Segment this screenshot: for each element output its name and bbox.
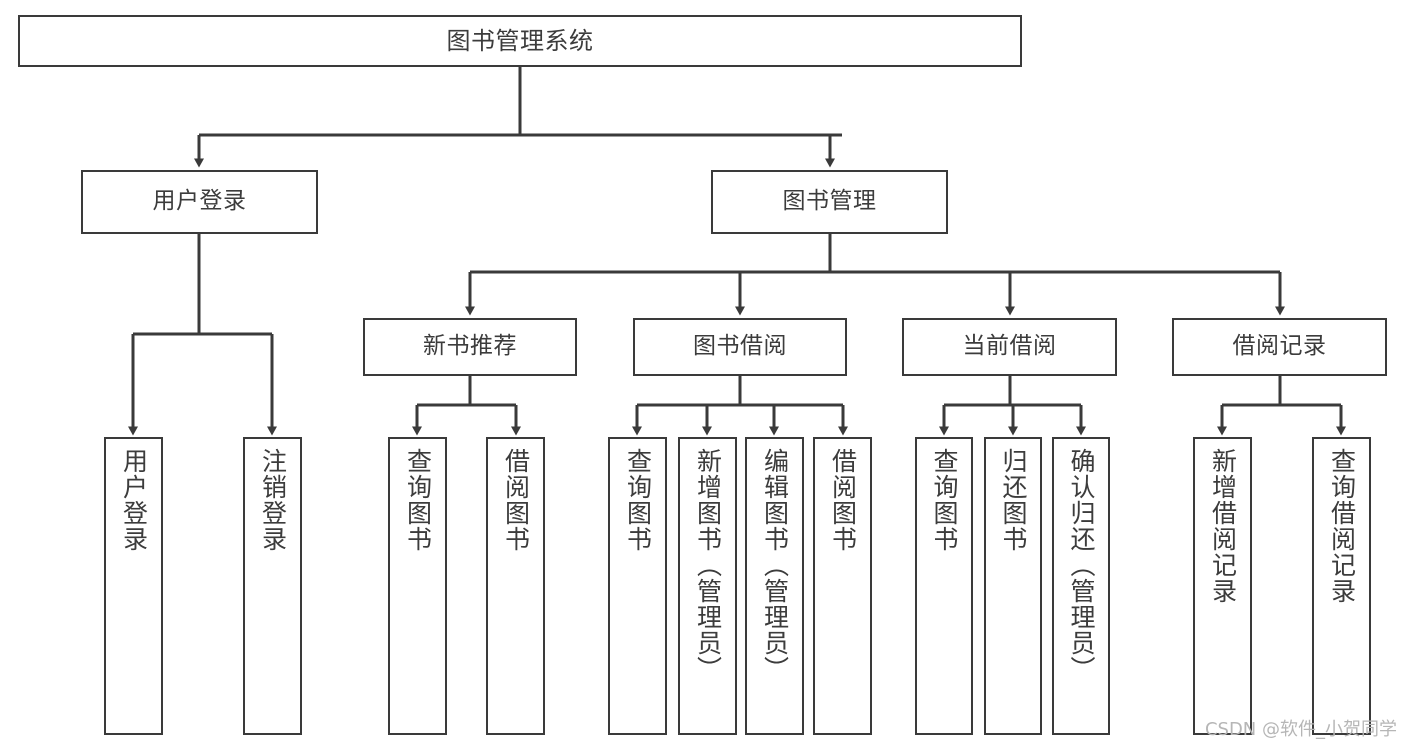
leaf-query-book-new[interactable]: 查询图书	[388, 437, 447, 735]
node-label: 新增图书（管理员）	[693, 448, 723, 682]
node-label: 归还图书	[999, 448, 1028, 552]
leaf-query-borrow-record[interactable]: 查询借阅记录	[1312, 437, 1371, 735]
node-label: 借阅图书	[828, 448, 858, 552]
leaf-add-borrow-record[interactable]: 新增借阅记录	[1193, 437, 1252, 735]
node-label: 借阅记录	[1232, 333, 1327, 360]
leaf-query-book-current[interactable]: 查询图书	[915, 437, 973, 735]
node-borrow-record[interactable]: 借阅记录	[1172, 318, 1387, 376]
node-label: 图书借阅	[693, 333, 787, 360]
node-label: 注销登录	[258, 448, 288, 552]
node-label: 编辑图书（管理员）	[760, 448, 790, 682]
node-label: 用户登录	[119, 448, 149, 552]
leaf-add-book-admin[interactable]: 新增图书（管理员）	[678, 437, 737, 735]
leaf-borrow-book[interactable]: 借阅图书	[813, 437, 872, 735]
node-label: 图书管理	[782, 188, 877, 215]
node-label: 确认归还（管理员）	[1067, 448, 1096, 682]
node-label: 查询图书	[623, 448, 653, 552]
node-label: 新增借阅记录	[1208, 448, 1238, 604]
node-label: 借阅图书	[501, 448, 531, 552]
watermark-text: CSDN @软件_小贺同学	[1204, 719, 1397, 740]
leaf-confirm-return-admin[interactable]: 确认归还（管理员）	[1052, 437, 1110, 735]
node-label: 图书管理系统	[446, 26, 594, 55]
node-user-login[interactable]: 用户登录	[81, 170, 318, 234]
leaf-query-book[interactable]: 查询图书	[608, 437, 667, 735]
leaf-edit-book-admin[interactable]: 编辑图书（管理员）	[745, 437, 804, 735]
node-label: 当前借阅	[962, 333, 1057, 360]
node-root-system[interactable]: 图书管理系统	[18, 15, 1022, 67]
node-label: 用户登录	[152, 188, 247, 215]
leaf-return-book[interactable]: 归还图书	[984, 437, 1042, 735]
node-book-borrow[interactable]: 图书借阅	[633, 318, 847, 376]
leaf-logout[interactable]: 注销登录	[243, 437, 302, 735]
node-current-borrow[interactable]: 当前借阅	[902, 318, 1117, 376]
leaf-user-login[interactable]: 用户登录	[104, 437, 163, 735]
node-new-book-recommend[interactable]: 新书推荐	[363, 318, 577, 376]
node-label: 查询借阅记录	[1327, 448, 1357, 604]
node-label: 查询图书	[403, 448, 433, 552]
leaf-borrow-book-new[interactable]: 借阅图书	[486, 437, 545, 735]
node-book-management[interactable]: 图书管理	[711, 170, 948, 234]
node-label: 查询图书	[930, 448, 959, 552]
node-label: 新书推荐	[423, 333, 517, 360]
